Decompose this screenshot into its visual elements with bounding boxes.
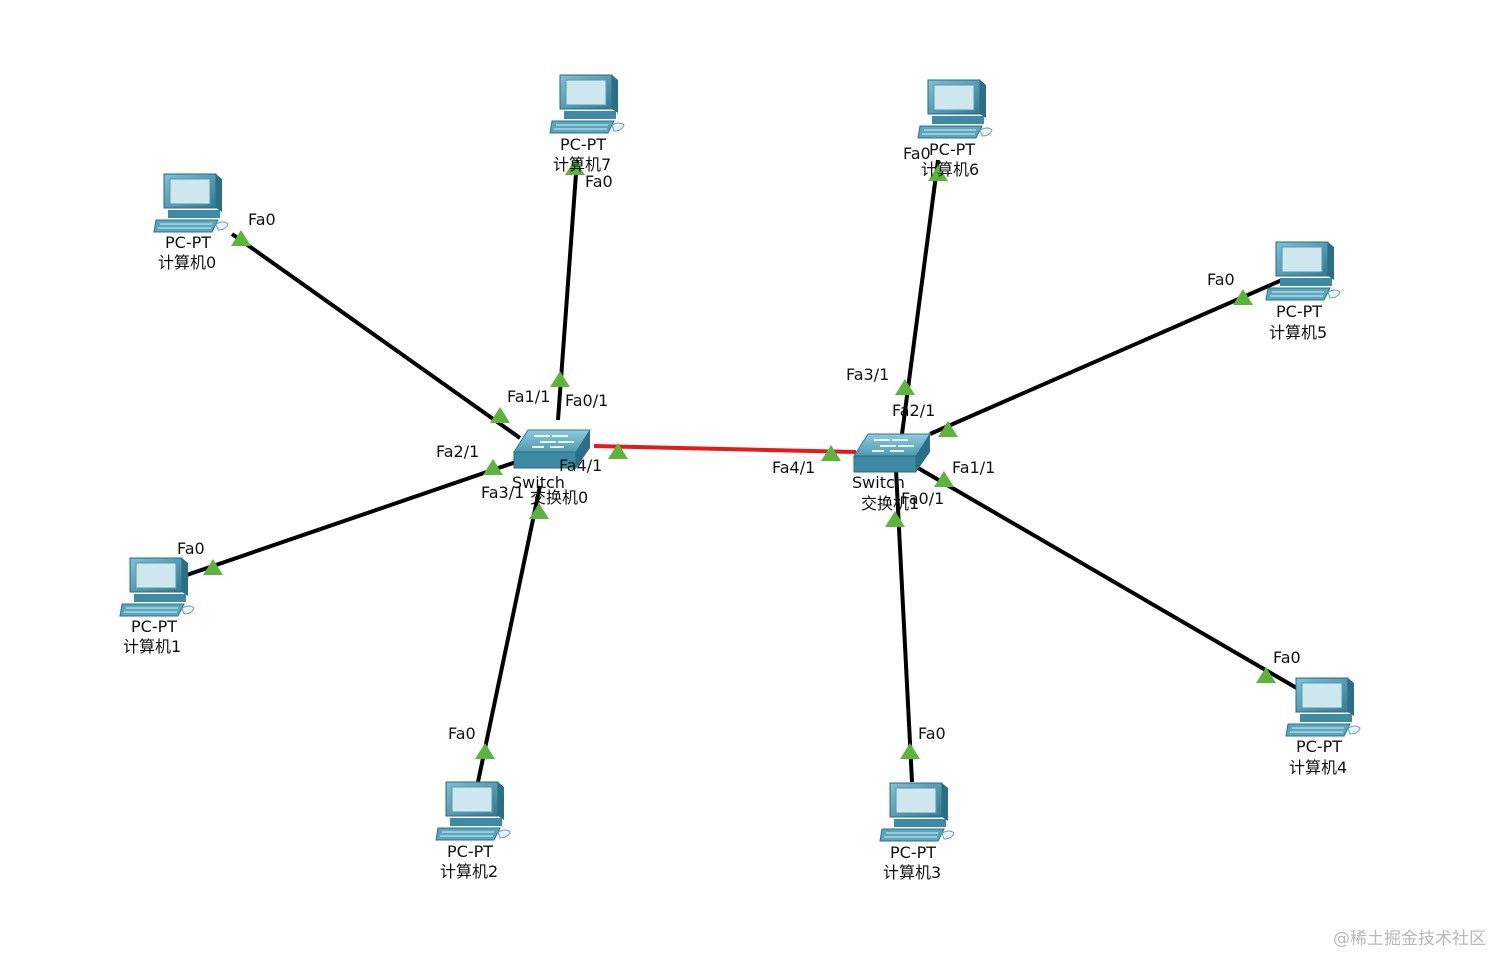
switch-sw1[interactable]: Switch 交换机1	[852, 433, 931, 513]
sw0-port-fa1-1: Fa1/1	[507, 387, 550, 406]
switch-name: 交换机1	[861, 494, 919, 513]
link-up-triangle-icon	[895, 379, 915, 395]
sw0-port-fa0-1: Fa0/1	[565, 391, 608, 410]
link-up-triangle-icon	[490, 407, 510, 423]
pc-4[interactable]: PC-PT 计算机4 Fa0	[1273, 648, 1361, 777]
pc-name: 计算机1	[123, 637, 181, 656]
pc-model: PC-PT	[1276, 302, 1322, 321]
pc-name: 计算机4	[1289, 758, 1347, 777]
cable-pc5-sw1[interactable]	[929, 278, 1283, 436]
pc-name: 计算机6	[921, 160, 979, 179]
pc-name: 计算机3	[883, 863, 941, 882]
sw1-port-fa2-1: Fa2/1	[892, 401, 935, 420]
cable-pc2-sw0[interactable]	[476, 485, 542, 783]
pc-2[interactable]: PC-PT 计算机2 Fa0	[435, 724, 511, 881]
sw0-port-fa2-1: Fa2/1	[436, 442, 479, 461]
switch-port-labels: Fa1/1 Fa0/1 Fa2/1 Fa4/1 Fa3/1 Fa3/1 Fa2/…	[436, 365, 995, 508]
pc-pt-icon[interactable]	[119, 557, 195, 617]
pc-model: PC-PT	[890, 843, 936, 862]
pc-pt-icon[interactable]	[1285, 677, 1361, 737]
link-up-triangle-icon	[231, 230, 251, 246]
pc-model: PC-PT	[165, 233, 211, 252]
switch-sw0[interactable]: Switch 交换机0	[512, 429, 591, 507]
cable-pc4-sw1[interactable]	[916, 466, 1302, 692]
link-up-triangle-icon	[475, 743, 495, 759]
pc-pt-icon[interactable]	[1265, 241, 1341, 301]
link-up-triangle-icon	[550, 371, 570, 387]
pc-pt-icon[interactable]	[435, 781, 511, 841]
switch-name: 交换机0	[530, 488, 588, 507]
pc-port: Fa0	[177, 539, 205, 558]
sw0-port-fa3-1: Fa3/1	[481, 483, 524, 502]
link-up-triangle-icon	[1233, 289, 1253, 305]
switch-label: Switch	[512, 473, 565, 492]
pc-6[interactable]: PC-PT 计算机6 Fa0	[903, 79, 993, 179]
pc-name: 计算机2	[440, 862, 498, 881]
switch-label: Switch	[852, 473, 905, 492]
pc-model: PC-PT	[131, 617, 177, 636]
pc-name: 计算机5	[1269, 323, 1327, 342]
pc-model: PC-PT	[560, 135, 606, 154]
link-up-triangle-icon	[900, 743, 920, 759]
watermark: @稀土掘金技术社区	[1333, 929, 1486, 949]
sw0-port-fa4-1: Fa4/1	[559, 456, 602, 475]
pc-port: Fa0	[918, 724, 946, 743]
cables	[177, 159, 1302, 783]
pc-name: 计算机7	[553, 155, 611, 174]
pc-pt-icon[interactable]	[549, 74, 625, 134]
pc-port: Fa0	[1273, 648, 1301, 667]
port-indicators	[203, 159, 1276, 759]
sw1-port-fa3-1: Fa3/1	[846, 365, 889, 384]
pc-pt-icon[interactable]	[879, 782, 955, 842]
pc-0[interactable]: PC-PT 计算机0 Fa0	[153, 173, 276, 272]
cable-pc1-sw0[interactable]	[177, 460, 517, 580]
sw1-port-fa0-1: Fa0/1	[901, 489, 944, 508]
pc-model: PC-PT	[929, 140, 975, 159]
pc-port: Fa0	[1207, 270, 1235, 289]
cable-sw0-sw1[interactable]	[593, 444, 857, 454]
pc-port: Fa0	[248, 210, 276, 229]
sw1-port-fa4-1: Fa4/1	[772, 458, 815, 477]
pc-7[interactable]: PC-PT 计算机7 Fa0	[549, 74, 625, 191]
pc-port: Fa0	[448, 724, 476, 743]
switch-icon[interactable]	[853, 433, 931, 473]
cable-pc0-sw0[interactable]	[230, 232, 522, 440]
pc-1[interactable]: PC-PT 计算机1 Fa0	[119, 539, 205, 656]
link-up-triangle-icon	[885, 511, 905, 527]
pc-pt-icon[interactable]	[153, 173, 229, 233]
pc-name: 计算机0	[158, 253, 216, 272]
pc-port: Fa0	[903, 144, 931, 163]
pc-model: PC-PT	[1296, 737, 1342, 756]
pc-3[interactable]: PC-PT 计算机3 Fa0	[879, 724, 955, 882]
pc-model: PC-PT	[447, 842, 493, 861]
pc-pt-icon[interactable]	[917, 79, 993, 139]
pc-5[interactable]: PC-PT 计算机5 Fa0	[1207, 241, 1341, 342]
pc-port: Fa0	[585, 172, 613, 191]
sw1-port-fa1-1: Fa1/1	[952, 458, 995, 477]
